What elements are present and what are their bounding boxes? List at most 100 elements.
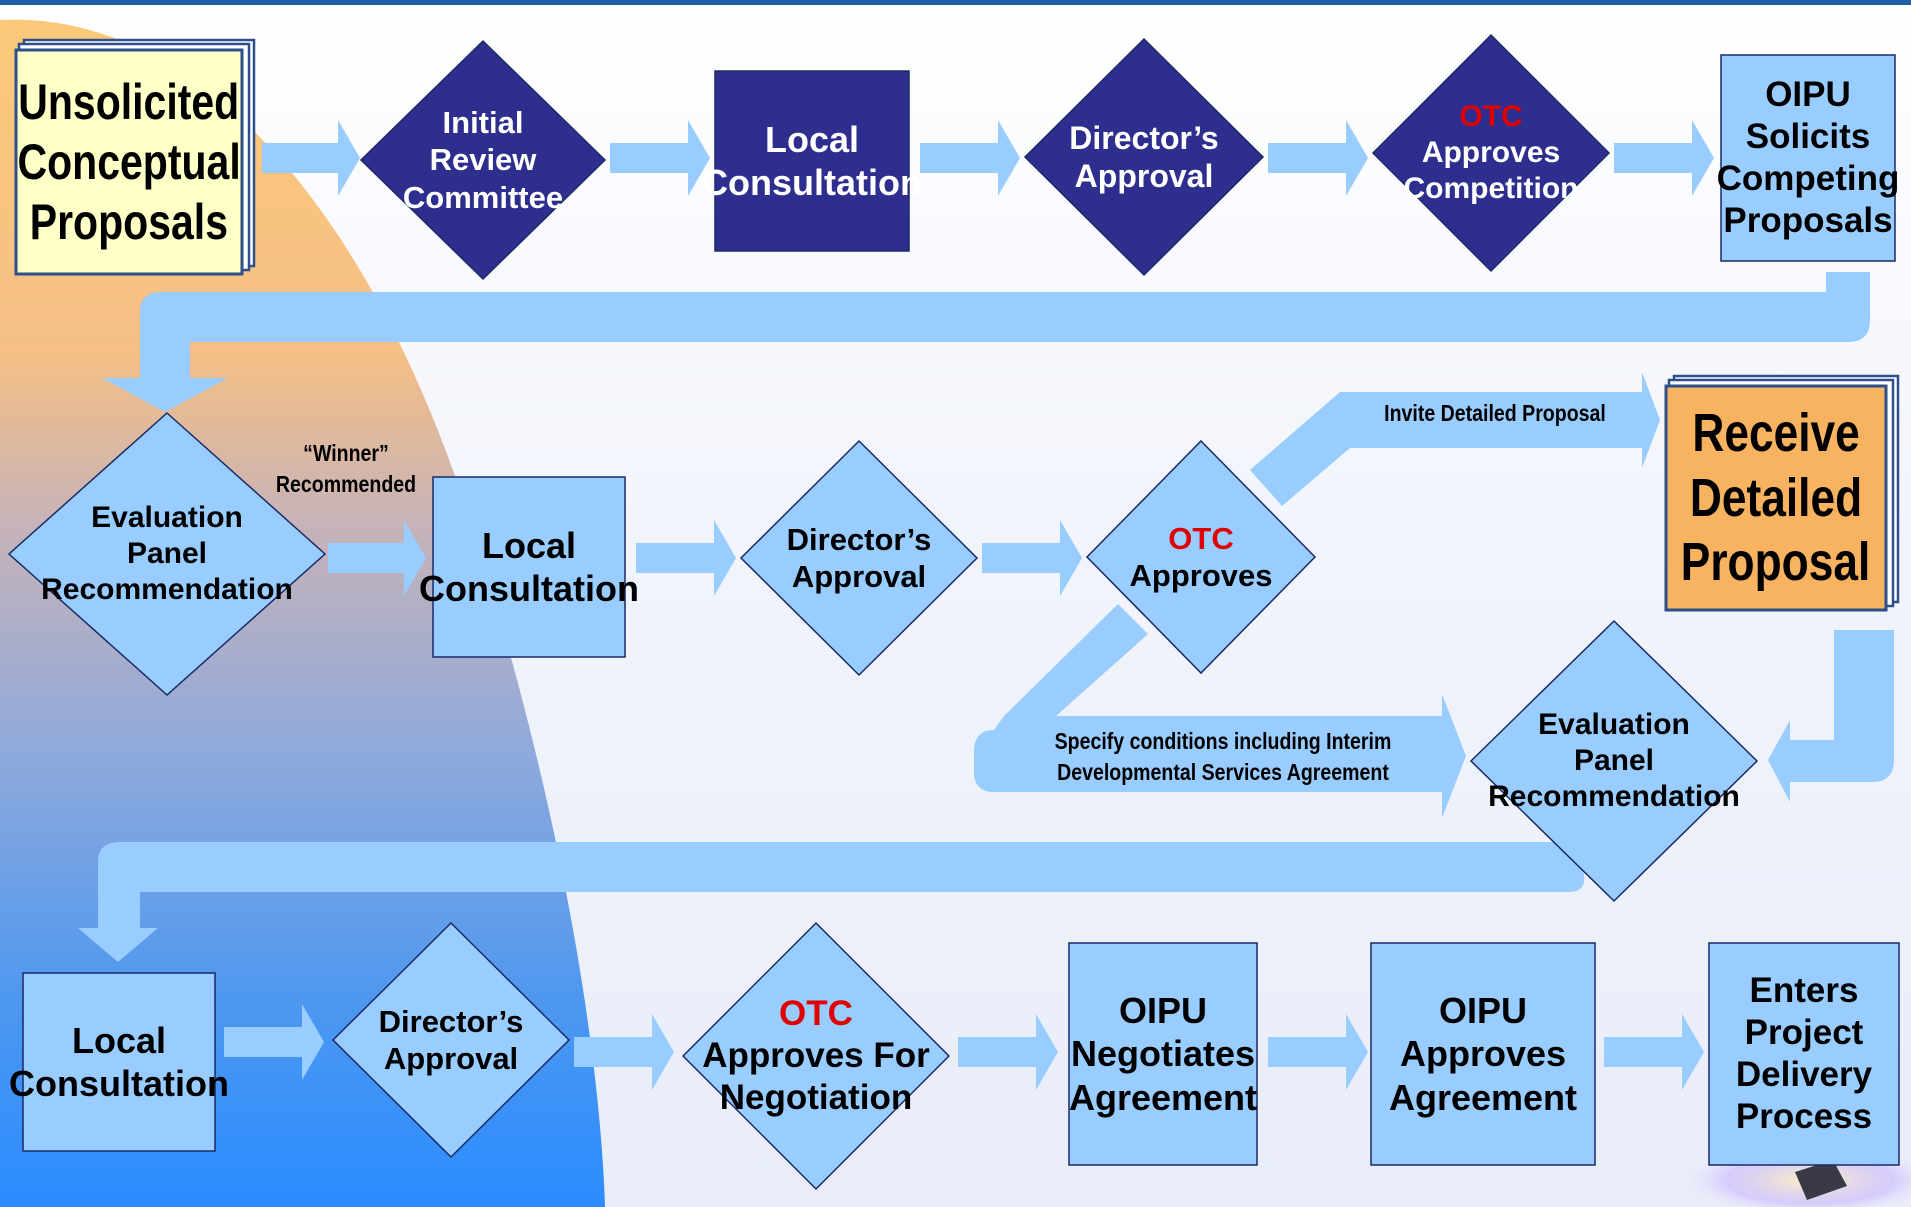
arrow-8-to-9 <box>636 520 736 596</box>
invite-path-arrow <box>1250 372 1660 506</box>
label-line: Solicits <box>1745 117 1871 156</box>
label-line: Initial <box>442 105 524 141</box>
label-line: Review <box>429 142 537 178</box>
winner-label-line-2: Recommended <box>275 471 417 498</box>
rect-shape <box>1720 54 1896 262</box>
diamond-shape <box>1023 37 1265 277</box>
label-line: Approval <box>1074 158 1214 194</box>
rect-shape <box>22 972 216 1152</box>
label-line: Negotiates <box>1070 1033 1256 1075</box>
rect-shape <box>1708 942 1900 1166</box>
label-line: Committee <box>402 179 564 215</box>
arrow-15-to-16 <box>958 1014 1058 1090</box>
label-line: Proposals <box>1723 201 1893 240</box>
conditions-path-arrow <box>974 604 1466 818</box>
return-arrow-row1-to-row2 <box>102 272 1870 412</box>
label-line: Agreement <box>1388 1076 1578 1118</box>
arrow-13-to-14 <box>224 1004 324 1080</box>
rect-shape <box>1068 942 1258 1166</box>
label-line: Competition <box>1403 172 1579 205</box>
winner-recommended-label: “Winner” Recommended <box>275 438 418 500</box>
label-line: Approves <box>1129 558 1273 593</box>
label-line: Recommendation <box>41 573 293 606</box>
arrow-7-to-8 <box>328 520 426 596</box>
diamond-shape <box>7 411 327 697</box>
rect-shape <box>432 476 626 658</box>
label-line: Recommendation <box>1488 780 1740 813</box>
arrow-9-to-10 <box>982 520 1082 596</box>
return-arrow-row2-to-row3 <box>78 842 1585 962</box>
label-line: OIPU <box>1765 75 1851 114</box>
return-arrow-to-evaluation <box>1768 630 1894 802</box>
label-line: Receive <box>1692 402 1860 463</box>
book-shape <box>1664 374 1900 612</box>
label-line: Proposals <box>29 194 229 250</box>
diamond-shape <box>1469 619 1759 903</box>
rect-shape <box>1370 942 1596 1166</box>
rect-shape <box>714 70 910 252</box>
arrow-14-to-15 <box>574 1014 674 1090</box>
label-line: Consultation <box>419 568 639 609</box>
label-line: Panel <box>1573 744 1655 777</box>
label-line: Project <box>1744 1013 1864 1052</box>
label-line: Approves <box>1421 136 1561 169</box>
diamond-shape <box>739 439 979 677</box>
diamond-shape <box>681 921 951 1191</box>
lightbulb-base-icon <box>1795 1160 1847 1200</box>
label-line: Approves For <box>702 1036 930 1075</box>
label-line: Proposal <box>1681 532 1871 593</box>
arrow-2-to-3 <box>610 120 710 196</box>
otc-label: OTC <box>779 994 853 1033</box>
label-line: Unsolicited <box>18 74 240 130</box>
top-bar <box>0 0 1911 5</box>
diamond-shape <box>359 39 607 281</box>
otc-label: OTC <box>1459 100 1523 133</box>
arrow-4-to-5 <box>1268 120 1368 196</box>
arrow-17-to-18 <box>1604 1014 1704 1090</box>
otc-label: OTC <box>1168 520 1234 556</box>
label-line: Detailed <box>1689 467 1863 528</box>
label-line: Agreement <box>1068 1076 1258 1118</box>
label-line: Approval <box>383 1041 519 1076</box>
conditions-label-line-1: Specify conditions including Interim <box>1054 728 1392 754</box>
label-line: OIPU <box>1438 990 1527 1032</box>
book-shape <box>14 38 256 276</box>
label-line: Delivery <box>1735 1055 1873 1094</box>
label-line: Evaluation <box>91 501 243 534</box>
label-line: Local <box>481 524 577 566</box>
label-line: Director’s <box>786 521 932 557</box>
invite-detailed-proposal-label: Invite Detailed Proposal <box>1384 400 1606 426</box>
label-line: Director’s <box>1069 119 1219 156</box>
specify-conditions-label: Specify conditions including Interim Dev… <box>1006 726 1440 788</box>
